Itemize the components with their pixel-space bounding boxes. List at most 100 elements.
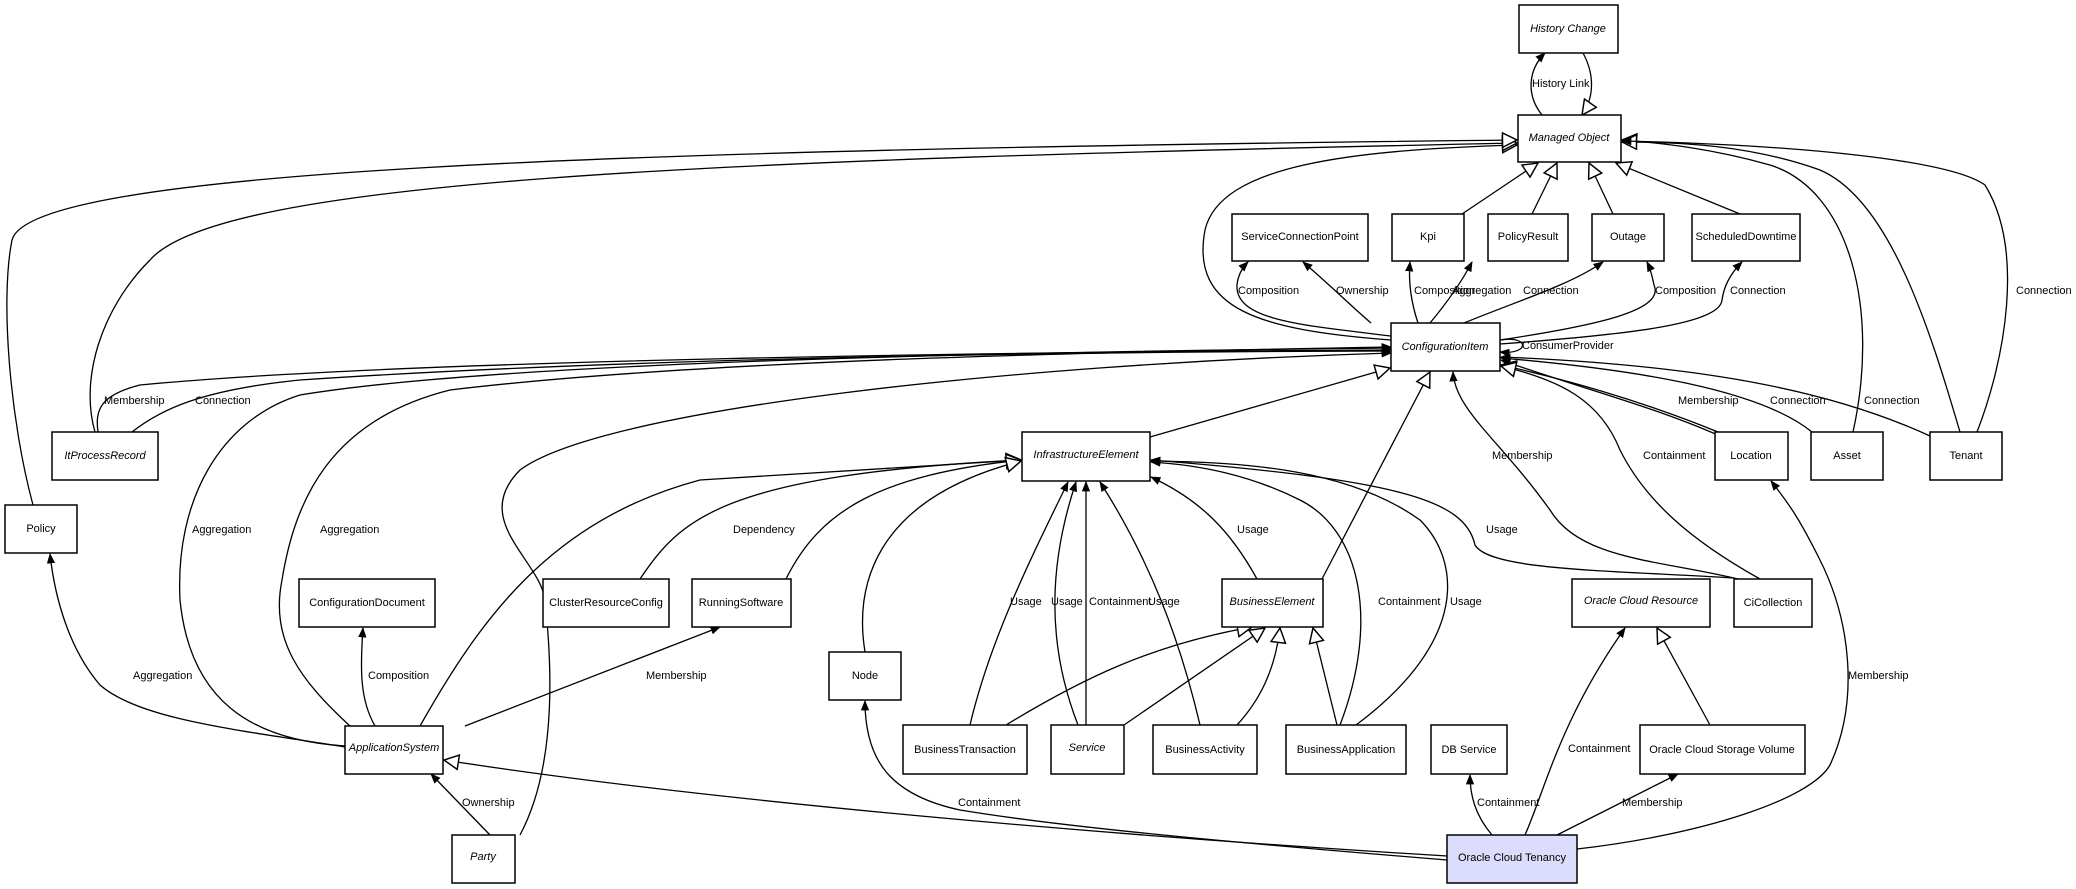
- edge-label: Membership: [1622, 797, 1683, 809]
- node-label: RunningSoftware: [699, 597, 783, 609]
- node-label: Oracle Cloud Storage Volume: [1649, 744, 1795, 756]
- node-label: Service: [1069, 742, 1106, 754]
- node-label: Oracle Cloud Tenancy: [1458, 852, 1567, 864]
- node-label: Oracle Cloud Resource: [1584, 595, 1698, 607]
- node-service[interactable]: Service: [1050, 724, 1125, 775]
- edge-storagevolume-oraclecloudresource: [1657, 628, 1711, 726]
- node-infrastructure-element[interactable]: InfrastructureElement: [1021, 431, 1151, 482]
- edge-tenancy-appsystem: [444, 760, 1448, 857]
- edge-tenant-ci-connection: Connection: [1499, 353, 1931, 437]
- node-history-change[interactable]: History Change: [1518, 4, 1619, 54]
- node-label: ApplicationSystem: [348, 742, 440, 754]
- edge-label: Usage: [1486, 524, 1518, 536]
- edge-outage-managed-object: [1589, 163, 1614, 215]
- edge-label: Composition: [1414, 285, 1475, 297]
- edge-cicollection-ci-containment: Containment: [1501, 366, 1761, 580]
- node-tenant[interactable]: Tenant: [1929, 431, 2003, 481]
- edge-tenant-managed-object: [1622, 142, 1961, 433]
- node-managed-object[interactable]: Managed Object: [1517, 114, 1622, 163]
- edges-layer: History Link Connection Composition Owne…: [6, 52, 2072, 861]
- edge-clusterresource-infraelement: Dependency: [639, 460, 1021, 580]
- node-label: ClusterResourceConfig: [549, 597, 663, 609]
- edge-label: Composition: [1655, 285, 1716, 297]
- node-policy[interactable]: Policy: [4, 504, 78, 554]
- edge-label: Usage: [1010, 596, 1042, 608]
- node-business-application[interactable]: BusinessApplication: [1285, 724, 1407, 775]
- node-application-system[interactable]: ApplicationSystem: [344, 725, 444, 775]
- nodes-layer: History Change Managed Object ServiceCon…: [4, 4, 2003, 884]
- edge-appsystem-policy-aggregation: Aggregation: [46, 552, 346, 748]
- node-business-activity[interactable]: BusinessActivity: [1152, 724, 1258, 775]
- edge-asset-managed-object: [1622, 140, 1864, 433]
- node-node[interactable]: Node: [828, 651, 902, 701]
- edge-label: Aggregation: [320, 524, 379, 536]
- node-location[interactable]: Location: [1714, 431, 1789, 481]
- node-business-transaction[interactable]: BusinessTransaction: [902, 724, 1028, 775]
- node-service-connection-point[interactable]: ServiceConnectionPoint: [1231, 213, 1369, 262]
- edge-label: Membership: [1492, 450, 1553, 462]
- node-label: Location: [1730, 450, 1772, 462]
- node-configuration-document[interactable]: ConfigurationDocument: [298, 578, 436, 628]
- edge-kpi-managed-object: [1461, 163, 1538, 215]
- node-label: ItProcessRecord: [64, 450, 146, 462]
- edge-label: History Link: [1532, 78, 1590, 90]
- node-outage[interactable]: Outage: [1591, 213, 1665, 262]
- node-policy-result[interactable]: PolicyResult: [1487, 213, 1569, 262]
- edge-label: Connection: [1770, 395, 1826, 407]
- node-label: Policy: [26, 523, 56, 535]
- edge-ci-scp-composition: Composition: [1236, 261, 1392, 337]
- edge-label: Connection: [1523, 285, 1579, 297]
- edge-ci-scheduleddowntime-connection: Connection: [1499, 261, 1786, 345]
- edge-cicollection-infraelement-usage: Usage: [1149, 456, 1735, 579]
- edge-label: Ownership: [1336, 285, 1389, 297]
- node-label: Kpi: [1420, 231, 1436, 243]
- node-label: DB Service: [1441, 744, 1496, 756]
- node-party[interactable]: Party: [451, 834, 516, 884]
- node-db-service[interactable]: DB Service: [1430, 724, 1508, 775]
- edge-label: Membership: [646, 670, 707, 682]
- edge-history-link: History Link: [1530, 52, 1591, 115]
- edge-ci-scp-ownership: Ownership: [1302, 261, 1389, 324]
- edge-businessactivity-infraelement-usage: Usage: [1099, 481, 1201, 726]
- edge-label: Connection: [195, 395, 251, 407]
- node-asset[interactable]: Asset: [1810, 431, 1884, 481]
- edge-label: Connection: [1730, 285, 1786, 297]
- edge-service-infraelement-containment: Containment: [1081, 480, 1151, 725]
- edge-service-infraelement-usage: Usage: [1051, 481, 1083, 726]
- node-oracle-cloud-tenancy[interactable]: Oracle Cloud Tenancy: [1446, 834, 1578, 884]
- node-running-software[interactable]: RunningSoftware: [691, 578, 792, 628]
- node-business-element[interactable]: BusinessElement: [1221, 578, 1324, 628]
- node-it-process-record[interactable]: ItProcessRecord: [51, 431, 159, 481]
- edge-ci-outage-connection: Connection: [1463, 261, 1604, 324]
- edge-label: Containment: [1477, 797, 1539, 809]
- edge-label: Membership: [104, 395, 165, 407]
- edge-label: Membership: [1678, 395, 1739, 407]
- edge-service-businesselement: [1123, 628, 1265, 726]
- edge-policyresult-managed-object: [1531, 163, 1557, 215]
- edge-businessapplication-infraelement-usage: Usage: [1149, 456, 1482, 726]
- node-label: ServiceConnectionPoint: [1241, 231, 1358, 243]
- edge-businesselement-ci: [1321, 372, 1430, 580]
- node-ci-collection[interactable]: CiCollection: [1733, 578, 1813, 628]
- edge-label: Dependency: [733, 524, 795, 536]
- edge-ci-consumerprovider: ConsumerProvider: [1498, 338, 1614, 358]
- node-kpi[interactable]: Kpi: [1391, 213, 1465, 262]
- edge-label: Aggregation: [192, 524, 251, 536]
- edge-tenancy-oraclecloudresource-containment: Containment: [1524, 627, 1630, 836]
- node-oracle-cloud-storage-volume[interactable]: Oracle Cloud Storage Volume: [1639, 724, 1806, 775]
- edge-label: Composition: [368, 670, 429, 682]
- node-label: BusinessTransaction: [914, 744, 1016, 756]
- edge-label: Containment: [1643, 450, 1705, 462]
- edge-businessapplication-businesselement: [1313, 628, 1338, 726]
- edge-party-appsystem-ownership: Ownership: [430, 773, 515, 836]
- edge-label: Membership: [1848, 670, 1909, 682]
- node-scheduled-downtime[interactable]: ScheduledDowntime: [1691, 213, 1801, 262]
- edge-businessactivity-businesselement: [1236, 628, 1280, 726]
- edge-itprocessrecord-managed-object: [89, 143, 1517, 433]
- node-oracle-cloud-resource[interactable]: Oracle Cloud Resource: [1571, 578, 1711, 628]
- node-configuration-item[interactable]: ConfigurationItem: [1390, 322, 1501, 372]
- node-label: PolicyResult: [1498, 231, 1559, 243]
- node-label: BusinessApplication: [1297, 744, 1395, 756]
- node-cluster-resource-config[interactable]: ClusterResourceConfig: [542, 578, 670, 628]
